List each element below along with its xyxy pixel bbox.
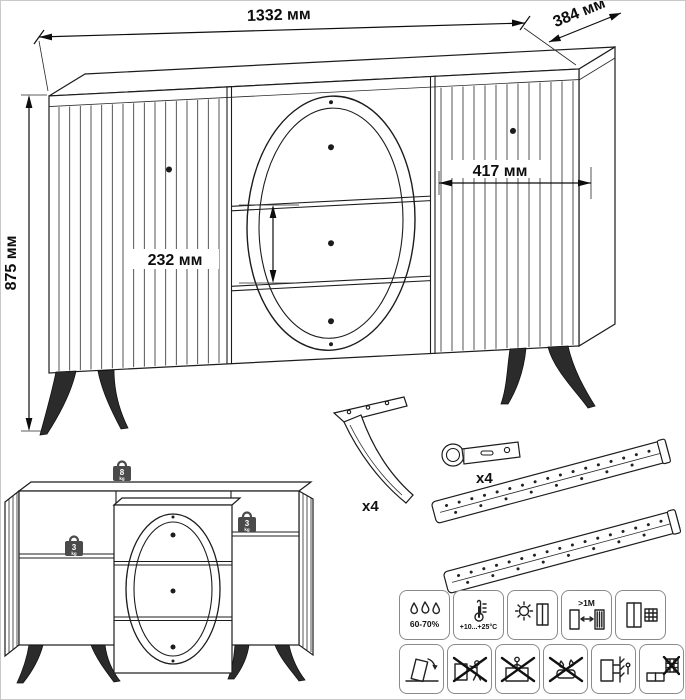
no-wet-cleaning-icon xyxy=(543,644,588,694)
weight-top: 8 kg xyxy=(113,460,131,481)
hinges-qty-label: x4 xyxy=(476,470,493,487)
cabinet-front-face xyxy=(48,68,580,374)
dimension-depth: 384 мм xyxy=(548,1,622,43)
open-view-legs xyxy=(16,644,306,684)
hinge-detail xyxy=(441,441,521,467)
dim-width-label: 1332 мм xyxy=(247,6,311,25)
cabinet-side-face xyxy=(578,45,616,348)
right-door-fluting xyxy=(440,80,574,352)
weight-right-shelf: 3 kg xyxy=(238,511,256,532)
oval-ring-outer xyxy=(246,95,416,351)
care-icon-row-2 xyxy=(399,644,684,694)
drawer-slide-top xyxy=(431,438,672,524)
drawer-knob xyxy=(328,144,334,151)
drawer-unit xyxy=(112,497,242,674)
tip-over-warning-icon xyxy=(399,644,444,694)
oval-ring-inner xyxy=(258,107,404,339)
dim-height-label: 875 мм xyxy=(3,236,20,291)
dimension-width: 1332 мм xyxy=(33,6,577,92)
wall-anchor-icon xyxy=(591,644,636,694)
dimension-height: 875 мм xyxy=(3,94,47,432)
right-door-knob xyxy=(510,127,516,134)
dimension-section: 417 мм xyxy=(438,160,592,199)
hardware-details: x4 x4 xyxy=(332,396,682,594)
svg-text:3: 3 xyxy=(72,543,77,552)
drawer-knob xyxy=(328,240,334,247)
drawer-slide-bottom xyxy=(443,509,682,594)
dimension-drawer: 232 мм xyxy=(131,204,299,284)
no-drag-icon xyxy=(447,644,492,694)
sideboard-dimension-drawing: 1332 мм 384 мм 875 мм 417 мм xyxy=(3,1,622,436)
left-door-fluting xyxy=(58,98,220,372)
legs-qty-label: x4 xyxy=(362,498,379,515)
no-climb-icon xyxy=(495,644,540,694)
drawer-knob xyxy=(328,318,334,325)
dim-section-label: 417 мм xyxy=(473,163,528,180)
care-icon-row-1: 60-70% +10...+25°C xyxy=(399,590,684,640)
open-cabinet-load-diagram: 8 kg 3 kg 3 kg xyxy=(4,460,314,684)
svg-text:kg: kg xyxy=(71,551,77,556)
cabinet-legs xyxy=(39,345,596,436)
svg-text:kg: kg xyxy=(119,476,125,481)
weight-left-shelf: 3 kg xyxy=(65,535,83,556)
svg-text:8: 8 xyxy=(120,468,125,477)
ventilation-icon xyxy=(615,590,666,640)
humidity-icon: 60-70% xyxy=(399,590,450,640)
svg-text:3: 3 xyxy=(245,519,250,528)
left-door-knob xyxy=(166,166,172,173)
dim-drawer-label: 232 мм xyxy=(148,252,203,269)
dim-depth-label: 384 мм xyxy=(551,1,608,31)
svg-text:kg: kg xyxy=(244,527,250,532)
sun-protection-icon xyxy=(507,590,558,640)
leg-detail xyxy=(332,396,414,504)
care-icon-grid: 60-70% +10...+25°C xyxy=(399,590,684,694)
no-tv-icon xyxy=(639,644,684,694)
heat-distance-icon: >1M xyxy=(561,590,612,640)
temperature-icon: +10...+25°C xyxy=(453,590,504,640)
